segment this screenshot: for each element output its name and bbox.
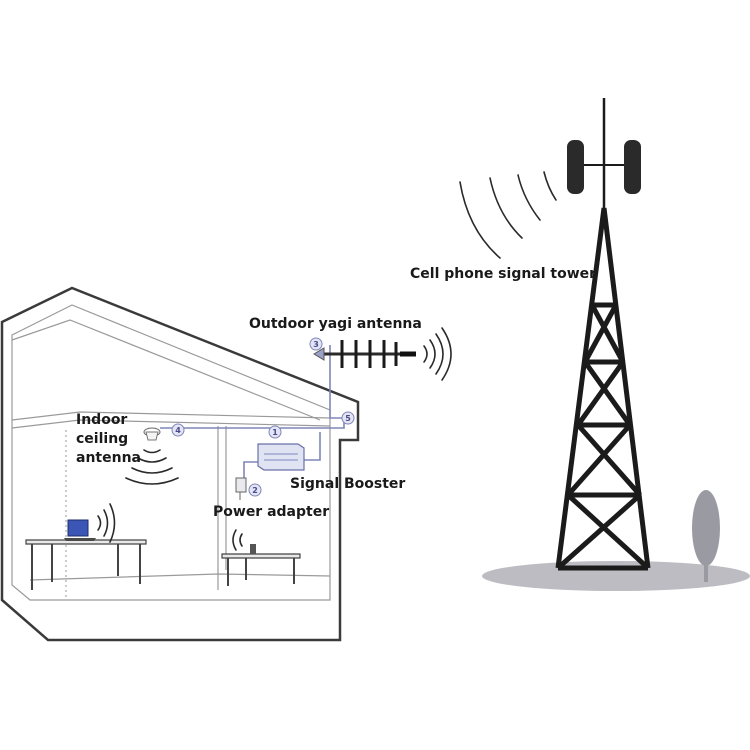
yagi-signal-waves	[423, 327, 452, 381]
cell-tower	[459, 98, 750, 591]
power-adapter	[235, 477, 247, 500]
house: 1 2 3 4 5	[0, 286, 452, 642]
coax-cables	[160, 345, 346, 486]
tower-panel-left	[567, 140, 584, 194]
laptop-signal-waves	[97, 503, 116, 543]
svg-text:1: 1	[272, 428, 278, 437]
svg-text:4: 4	[175, 426, 181, 435]
indoor-ceiling-antenna	[143, 427, 161, 441]
label-indoor-line1: Indoor	[76, 412, 127, 428]
label-cell-phone-signal-tower: Cell phone signal tower	[410, 266, 596, 282]
marker-power-adapter: 2	[248, 483, 262, 497]
marker-wall-entry: 5	[341, 411, 355, 425]
svg-text:3: 3	[313, 340, 319, 349]
tower-panel-right	[624, 140, 641, 194]
marker-outdoor-antenna: 3	[309, 337, 323, 351]
svg-text:2: 2	[252, 486, 258, 495]
label-power-adapter: Power adapter	[213, 504, 329, 520]
desk-left	[25, 539, 147, 590]
tree	[692, 490, 720, 582]
phone	[250, 544, 256, 554]
tower-ground-shadow	[482, 561, 750, 591]
tower-signal-waves	[459, 171, 557, 259]
laptop	[64, 519, 96, 541]
table-right	[221, 544, 301, 586]
label-outdoor-yagi-antenna: Outdoor yagi antenna	[249, 316, 422, 332]
phone-signal-waves	[232, 529, 243, 551]
label-signal-booster: Signal Booster	[290, 476, 405, 492]
outdoor-yagi-antenna	[313, 340, 416, 368]
svg-text:5: 5	[345, 414, 351, 423]
indoor-antenna-waves	[125, 449, 179, 485]
label-indoor-line3: antenna	[76, 450, 141, 466]
label-indoor-line2: ceiling	[76, 431, 128, 447]
marker-indoor-antenna: 4	[171, 423, 185, 437]
marker-booster: 1	[268, 425, 282, 439]
signal-booster	[257, 443, 305, 471]
